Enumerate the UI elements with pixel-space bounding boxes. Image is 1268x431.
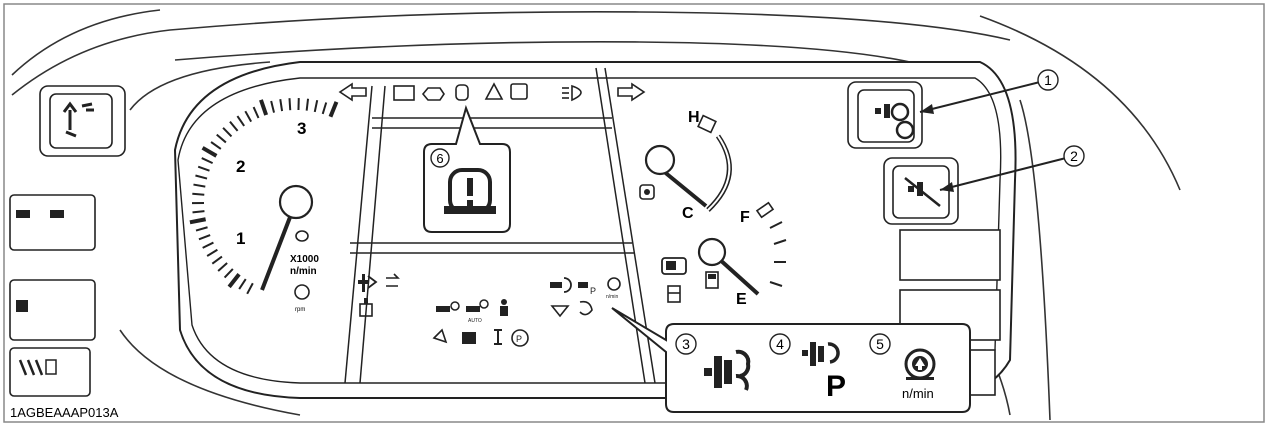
hitch-icon-small	[462, 332, 476, 344]
svg-text:P: P	[516, 334, 522, 344]
callout-3-label: 3	[682, 336, 690, 352]
callout-5-label: 5	[876, 336, 884, 352]
fuel-empty-label: E	[736, 291, 747, 308]
temp-cold-label: C	[682, 205, 694, 222]
pto-park-p-label: P	[826, 370, 846, 403]
tach-tick	[289, 98, 290, 110]
engine-speed-unit: n/min	[902, 386, 934, 401]
tach-tick	[193, 211, 205, 212]
fuel-hub	[699, 239, 725, 265]
callout-6-label: 6	[436, 151, 443, 166]
tach-multiplier: X1000	[290, 254, 319, 265]
tach-label-1: 1	[236, 229, 245, 248]
auto-label: AUTO	[468, 318, 482, 324]
fuel-full-label: F	[740, 209, 750, 226]
tach-tick	[307, 99, 308, 111]
operator-icon-small	[500, 299, 508, 316]
callout-4-label: 4	[776, 336, 784, 352]
figure-code: 1AGBEAAAP013A	[10, 405, 119, 420]
tach-unit: n/min	[290, 266, 317, 277]
svg-text:P: P	[590, 286, 596, 296]
temp-hot-label: H	[688, 109, 700, 126]
tach-label-3: 3	[297, 119, 306, 138]
tach-tick	[192, 194, 204, 195]
rpm-label: rpm	[295, 307, 305, 313]
temp-hub	[646, 146, 674, 174]
callout-2-label: 2	[1070, 148, 1078, 164]
tach-hub	[280, 186, 312, 218]
callout-1-label: 1	[1044, 72, 1052, 88]
tach-label-2: 2	[236, 157, 245, 176]
rpm-small-label: n/min	[606, 294, 618, 300]
